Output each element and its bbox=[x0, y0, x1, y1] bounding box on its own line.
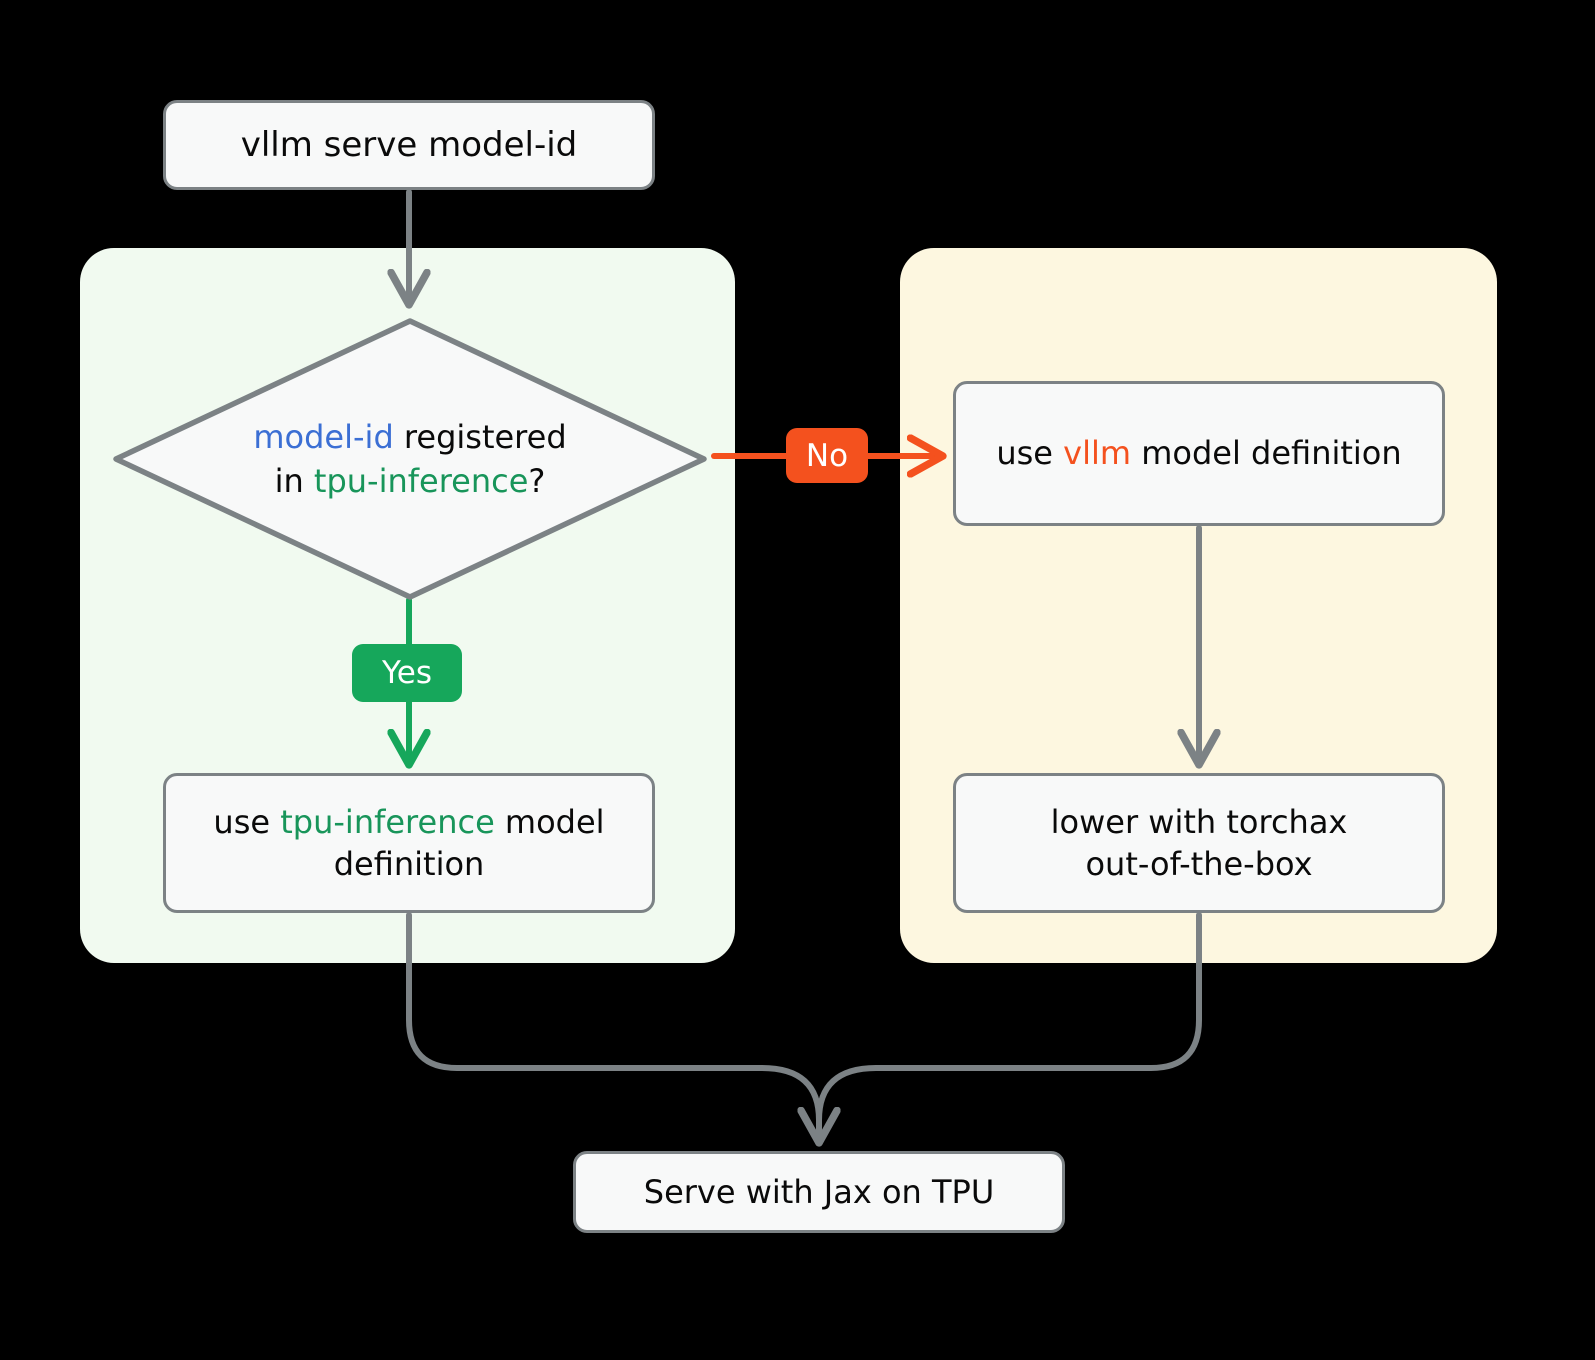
vllm-def-text-tail: model definition bbox=[1131, 434, 1402, 473]
node-torchax-label: lower with torchax out-of-the-box bbox=[1033, 801, 1366, 885]
edge-label-yes: Yes bbox=[352, 644, 462, 702]
decision-text-question: ? bbox=[528, 462, 546, 500]
node-serve-with-jax-on-tpu[interactable]: Serve with Jax on TPU bbox=[573, 1151, 1065, 1233]
node-use-tpu-inference-model-definition[interactable]: use tpu-inference model definition bbox=[163, 773, 655, 913]
node-decision-model-registered[interactable]: model-id registered in tpu-inference? bbox=[108, 313, 712, 605]
node-decision-label: model-id registered in tpu-inference? bbox=[108, 313, 712, 605]
edge-merge-right-join bbox=[816, 1065, 879, 1123]
node-serve-label: Serve with Jax on TPU bbox=[643, 1172, 995, 1211]
torchax-line-1: lower with torchax bbox=[1050, 802, 1348, 841]
edge-merge-to-serve bbox=[759, 1065, 819, 1140]
torchax-line-2: out-of-the-box bbox=[1085, 845, 1313, 883]
edge-label-no: No bbox=[786, 428, 868, 483]
edge-label-no-text: No bbox=[805, 437, 849, 474]
node-lower-with-torchax[interactable]: lower with torchax out-of-the-box bbox=[953, 773, 1445, 913]
tpu-def-text-tail: model definition bbox=[333, 802, 605, 883]
decision-text-registered: registered bbox=[393, 417, 567, 456]
decision-keyword-tpu-inference: tpu-inference bbox=[313, 462, 529, 500]
tpu-def-text-use: use bbox=[213, 802, 281, 841]
tpu-def-keyword-tpu-inference: tpu-inference bbox=[280, 802, 495, 841]
vllm-def-text-use: use bbox=[996, 434, 1064, 473]
node-vllm-def-label: use vllm model definition bbox=[978, 432, 1419, 474]
node-start-label: vllm serve model-id bbox=[240, 124, 578, 165]
node-start-command[interactable]: vllm serve model-id bbox=[163, 100, 655, 190]
decision-keyword-model-id: model-id bbox=[253, 417, 394, 456]
edge-label-yes-text: Yes bbox=[381, 655, 433, 691]
node-tpu-def-label: use tpu-inference model definition bbox=[166, 801, 652, 885]
diamond-shape bbox=[113, 318, 707, 600]
decision-text-in: in bbox=[274, 462, 314, 500]
node-use-vllm-model-definition[interactable]: use vllm model definition bbox=[953, 381, 1445, 526]
vllm-def-keyword-vllm: vllm bbox=[1063, 434, 1132, 473]
